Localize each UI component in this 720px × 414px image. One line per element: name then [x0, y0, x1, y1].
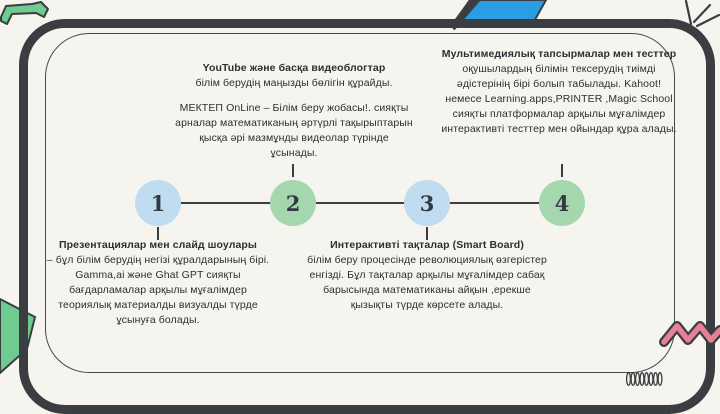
- multimedia-lead: Мультимедиялық тапсырмалар мен тесттер: [441, 48, 677, 60]
- content-card: [45, 33, 675, 373]
- presentation-paragraph: Презентациялар мен слайд шоулары – бұл б…: [42, 238, 274, 327]
- connector-step3: [426, 227, 428, 240]
- sparkle-icon: [684, 0, 720, 28]
- connector-step2: [292, 164, 294, 177]
- step-circle-3: 3: [404, 180, 450, 226]
- timeline-line: [158, 202, 562, 204]
- multimedia-paragraph: Мультимедиялық тапсырмалар мен тесттер о…: [441, 47, 677, 136]
- step-number: 2: [285, 190, 301, 216]
- video-paragraph-1: YouTube және басқа видеоблогтар білім бе…: [175, 61, 413, 91]
- step-circle-2: 2: [270, 180, 316, 226]
- text-block-video: YouTube және басқа видеоблогтар білім бе…: [175, 61, 413, 160]
- step-circle-4: 4: [539, 180, 585, 226]
- text-block-multimedia: Мультимедиялық тапсырмалар мен тесттер о…: [441, 47, 677, 136]
- presentation-rest: – бұл білім берудің негізі құралдарының …: [46, 253, 270, 326]
- multimedia-rest: оқушылардың білімін тексерудің тиімді әд…: [441, 62, 677, 135]
- text-block-presentation: Презентациялар мен слайд шоулары – бұл б…: [42, 238, 274, 327]
- video-rest: білім берудің маңызды бөлігін құрайды.: [195, 76, 393, 89]
- text-block-smartboard: Интерактивті тақталар (Smart Board) білі…: [301, 238, 553, 313]
- step-circle-1: 1: [135, 180, 181, 226]
- step-number: 1: [150, 190, 166, 216]
- smartboard-paragraph: Интерактивті тақталар (Smart Board) білі…: [301, 238, 553, 313]
- video-lead: YouTube және басқа видеоблогтар: [202, 62, 386, 74]
- presentation-lead: Презентациялар мен слайд шоулары: [59, 239, 257, 251]
- smartboard-rest: білім беру процесінде революциялық өзгер…: [307, 253, 547, 311]
- connector-step1: [157, 227, 159, 240]
- arrow-doodle-icon: [0, 1, 49, 25]
- connector-step4: [561, 164, 563, 177]
- step-number: 3: [419, 190, 435, 216]
- step-number: 4: [554, 190, 570, 216]
- video-paragraph-2: МЕКТЕП OnLine – Білім беру жобасы!. сияқ…: [175, 101, 413, 159]
- smartboard-lead: Интерактивті тақталар (Smart Board): [330, 239, 524, 251]
